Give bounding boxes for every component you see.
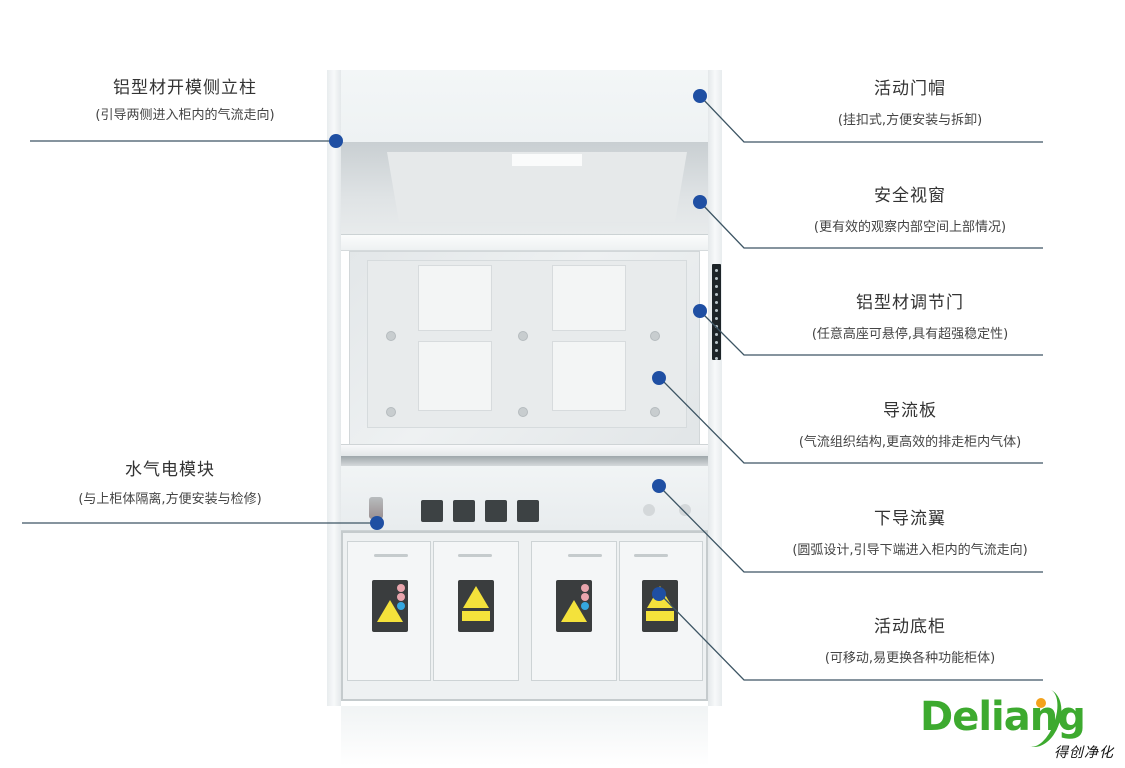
callout-desc: (更有效的观察内部空间上部情况)	[813, 220, 1007, 235]
fume-hood-illustration	[327, 70, 722, 766]
baffle-panel	[367, 260, 687, 428]
baffle-segment	[552, 341, 626, 411]
hood-cap	[329, 70, 717, 142]
base-cabinet	[341, 531, 708, 701]
callout-title: 铝型材调节门	[856, 293, 964, 313]
logo-wordmark: Deliang	[920, 694, 1086, 740]
callout-title: 导流板	[883, 401, 937, 421]
baffle-segment	[418, 341, 492, 411]
callout-marker	[329, 134, 343, 148]
baffle-segment	[552, 265, 626, 331]
floor-reflection	[341, 706, 708, 766]
flammable-warning-icon	[372, 580, 408, 632]
callout-baffle: 导流板 (气流组织结构,更高效的排走柜内气体)	[745, 400, 1075, 452]
flammable-warning-icon	[556, 580, 592, 632]
callout-title: 水气电模块	[125, 460, 215, 480]
cabinet-door	[531, 541, 617, 681]
callout-marker	[652, 587, 666, 601]
screw-icon	[650, 331, 660, 341]
callout-desc: (与上柜体隔离,方便安装与检修)	[78, 492, 262, 507]
sash-frame-top	[341, 235, 708, 251]
cabinet-door	[433, 541, 519, 681]
callout-desc: (引导两侧进入柜内的气流走向)	[95, 108, 275, 123]
door-handle	[568, 554, 602, 557]
screw-icon	[650, 407, 660, 417]
callout-desc: (可移动,易更换各种功能柜体)	[824, 651, 996, 666]
baffle-segment	[418, 265, 492, 331]
callout-desc: (气流组织结构,更高效的排走柜内气体)	[798, 435, 1022, 450]
valve-knob	[643, 504, 655, 516]
callout-marker	[693, 195, 707, 209]
callout-base-cabinet: 活动底柜 (可移动,易更换各种功能柜体)	[745, 616, 1075, 668]
callout-desc: (圆弧设计,引导下端进入柜内的气流走向)	[792, 543, 1028, 558]
callout-marker	[693, 304, 707, 318]
power-socket-icon	[369, 497, 383, 519]
callout-title: 铝型材开模侧立柱	[113, 78, 257, 98]
valve-knob	[679, 504, 691, 516]
callout-title: 安全视窗	[874, 186, 946, 206]
screw-icon	[518, 407, 528, 417]
callout-desc: (挂扣式,方便安装与拆卸)	[837, 113, 983, 128]
callout-lower-airfoil: 下导流翼 (圆弧设计,引导下端进入柜内的气流走向)	[745, 508, 1075, 560]
callout-side-column: 铝型材开模侧立柱 (引导两侧进入柜内的气流走向)	[30, 77, 340, 125]
left-side-column	[327, 70, 341, 706]
lower-airfoil	[341, 456, 708, 466]
callout-utility-module: 水气电模块 (与上柜体隔离,方便安装与检修)	[20, 459, 320, 509]
control-switch	[485, 500, 507, 522]
screw-icon	[386, 331, 396, 341]
corrosive-warning-icon	[458, 580, 494, 632]
logo-orb-icon	[1036, 698, 1046, 708]
callout-desc: (任意高座可悬停,具有超强稳定性)	[811, 327, 1009, 342]
screw-icon	[518, 331, 528, 341]
door-handle	[458, 554, 492, 557]
control-switch	[453, 500, 475, 522]
screw-icon	[386, 407, 396, 417]
cabinet-door	[347, 541, 431, 681]
sash-height-gauge	[712, 264, 721, 360]
label-strip	[512, 154, 582, 166]
callout-safety-window: 安全视窗 (更有效的观察内部空间上部情况)	[745, 185, 1075, 237]
callout-sash-door: 铝型材调节门 (任意高座可悬停,具有超强稳定性)	[745, 292, 1075, 344]
right-side-column	[708, 70, 722, 706]
logo-subtitle: 得创净化	[1054, 745, 1114, 761]
deliang-logo: Deliang 得创净化	[920, 682, 1120, 766]
sash-frame-bottom	[341, 444, 708, 456]
door-handle	[374, 554, 408, 557]
callout-title: 下导流翼	[874, 509, 946, 529]
callout-title: 活动门帽	[874, 79, 946, 99]
cabinet-door	[619, 541, 703, 681]
callout-marker	[652, 371, 666, 385]
callout-marker	[693, 89, 707, 103]
callout-marker	[370, 516, 384, 530]
callout-hood-cap: 活动门帽 (挂扣式,方便安装与拆卸)	[745, 78, 1075, 130]
callout-marker	[652, 479, 666, 493]
control-switch	[421, 500, 443, 522]
control-switch	[517, 500, 539, 522]
callout-title: 活动底柜	[874, 617, 946, 637]
door-handle	[634, 554, 668, 557]
